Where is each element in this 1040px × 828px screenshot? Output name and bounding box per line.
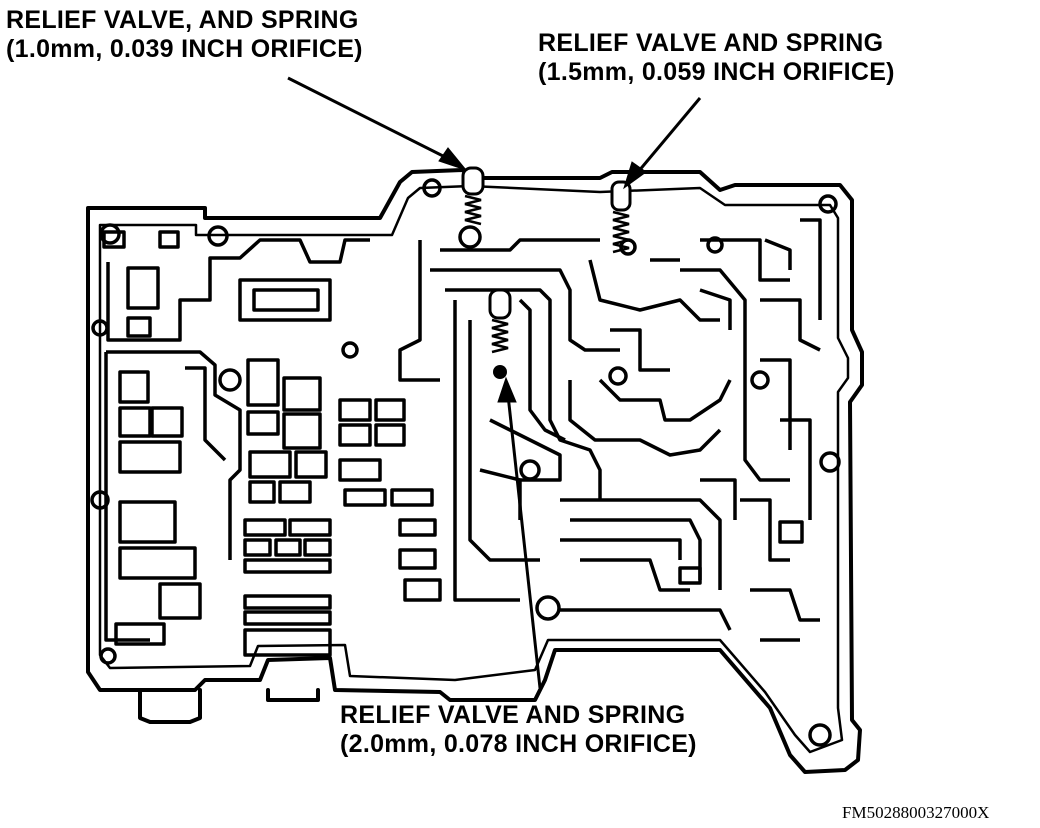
relief-spring-2 [612,210,630,254]
callout-2-title: RELIEF VALVE AND SPRING [538,29,884,57]
callout-relief-valve-1-5mm: RELIEF VALVE AND SPRING (1.5mm, 0.059 IN… [538,29,895,87]
leader-line-1 [287,76,448,160]
arrowhead-1 [438,147,468,172]
relief-valve-3-cap [488,288,512,320]
relief-spring-3 [491,318,509,354]
callout-3-title: RELIEF VALVE AND SPRING [340,701,686,729]
callout-1-spec: (1.0mm, 0.039 INCH ORIFICE) [6,35,363,63]
arrowhead-2 [623,161,647,190]
callout-relief-valve-2mm: RELIEF VALVE AND SPRING (2.0mm, 0.078 IN… [340,701,697,759]
figure-id-label: FM5028800327000X [842,803,990,822]
valve-body-outline [86,168,864,774]
relief-spring-1 [464,194,482,226]
relief-valve-1-cap [461,166,485,196]
arrowhead-3 [497,376,517,403]
callout-1-title: RELIEF VALVE, AND SPRING [6,6,359,34]
relief-valve-2-cap [610,180,632,212]
callout-relief-valve-1mm: RELIEF VALVE, AND SPRING (1.0mm, 0.039 I… [6,6,363,64]
callout-2-spec: (1.5mm, 0.059 INCH ORIFICE) [538,58,895,86]
leader-line-3 [506,394,542,689]
callout-3-spec: (2.0mm, 0.078 INCH ORIFICE) [340,730,697,758]
leader-line-2 [636,97,702,173]
